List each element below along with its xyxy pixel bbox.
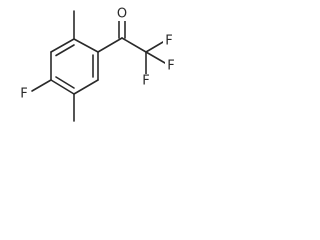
ring-double-bond-c3-c4 [55,76,75,89]
cf3-fluorine-bottom-label: F [142,74,149,89]
benzene-ring [50,38,99,95]
ring-double-bond-c1-c2 [55,44,75,57]
cf3-fluorine-right-label: F [167,59,174,74]
ring-to-carbonyl-bond [97,37,123,53]
atom-labels: O F F F F [18,7,177,102]
chemical-structure-diagram: O F F F F [18,7,177,122]
cf3-fluorine-top-bond [145,41,164,53]
ring-fluorine-label: F [20,87,27,102]
substituent-bonds [31,10,166,122]
carbonyl-to-cf3-bond [121,37,147,53]
cf3-fluorine-top-label: F [165,34,172,49]
cf3-fluorine-right-bond [145,51,166,64]
ring-fluorine-bond [31,79,52,92]
ring-bond-c6-c1 [73,38,99,53]
ring-bond-c1-c2 [50,38,75,53]
carbonyl-oxygen-label: O [117,7,127,22]
ring-bond-c4-c5 [73,79,99,95]
ring-bond-c3-c4 [50,79,75,95]
